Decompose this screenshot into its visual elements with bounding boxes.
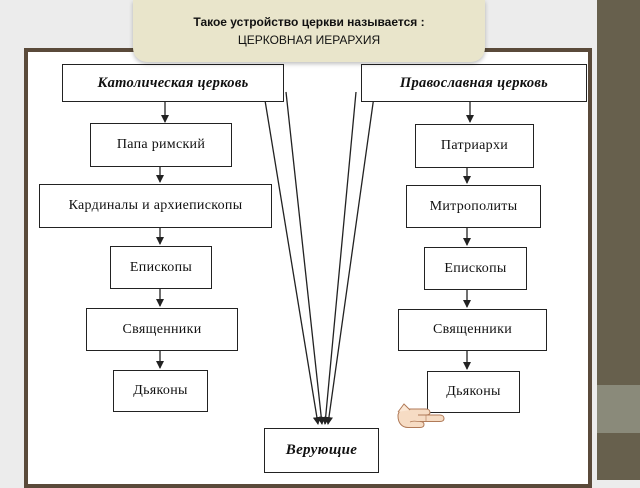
metropolitans-box: Митрополиты (406, 185, 541, 228)
title-callout: Такое устройство церкви называется : ЦЕР… (133, 0, 485, 62)
callout-line-1: Такое устройство церкви называется : (193, 15, 425, 29)
side-band-accent (597, 385, 640, 433)
orthodox-deacons-box: Дьяконы (427, 371, 520, 413)
catholic-priests-box: Священники (86, 308, 238, 351)
believers-box: Верующие (264, 428, 379, 473)
catholic-deacons-box: Дьяконы (113, 370, 208, 412)
cardinals-box: Кардиналы и архиепископы (39, 184, 272, 228)
pointing-hand-icon (397, 403, 445, 428)
catholic-bishops-box: Епископы (110, 246, 212, 289)
orthodox-bishops-box: Епископы (424, 247, 527, 290)
arrow-catholic-to-believers-1 (261, 81, 321, 425)
arrow-catholic-to-believers-2 (285, 91, 326, 425)
pope-box: Папа римский (90, 123, 232, 167)
catholic-church-box: Католическая церковь (62, 64, 284, 102)
patriarchs-box: Патриархи (415, 124, 534, 168)
orthodox-priests-box: Священники (398, 309, 547, 351)
arrow-orthodox-to-believers-2 (321, 91, 357, 425)
callout-line-2: ЦЕРКОВНАЯ ИЕРАРХИЯ (237, 33, 381, 47)
arrow-orthodox-to-believers-1 (325, 81, 377, 425)
orthodox-church-box: Православная церковь (361, 64, 587, 102)
